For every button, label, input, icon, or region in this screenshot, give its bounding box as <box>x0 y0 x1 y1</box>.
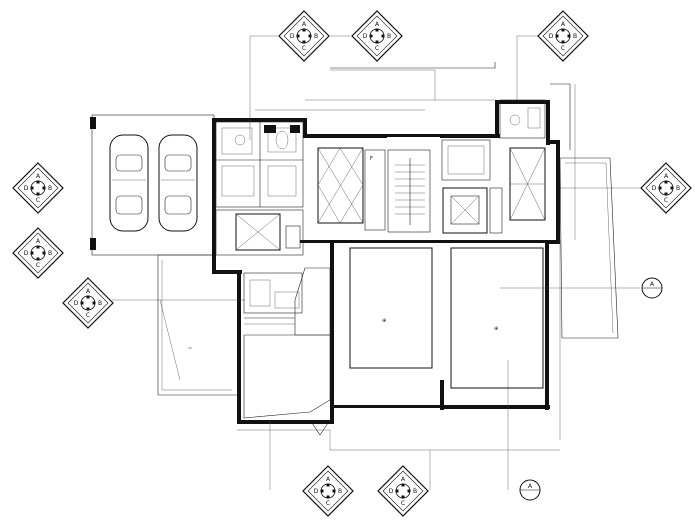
room-tag-upper-mid: F <box>370 156 373 162</box>
bottom-balcony <box>237 240 561 451</box>
marker-letter: C <box>401 500 405 507</box>
garage <box>90 114 215 256</box>
car-right-icon <box>158 134 198 232</box>
elevation-marker-icon: AB CD <box>62 277 114 329</box>
marker-letter: A <box>375 21 380 28</box>
marker-letter: C <box>375 45 379 52</box>
marker-letter: D <box>652 185 657 192</box>
marker-letter: A <box>302 21 307 28</box>
section-marker-icon: A <box>641 277 663 299</box>
marker-letter: C <box>326 500 330 507</box>
dining-room: ⊕ <box>450 247 544 389</box>
speckled-courtyard <box>243 267 331 419</box>
bathroom-cluster <box>215 121 304 256</box>
marker-letter: B <box>413 488 417 495</box>
marker-letter: B <box>387 33 391 40</box>
marker-letter: D <box>389 488 394 495</box>
section-marker-letter: A <box>650 281 655 288</box>
terrace-tag: ~ <box>188 346 192 352</box>
marker-letter: C <box>561 45 565 52</box>
room-tag-dining: ⊕ <box>494 326 498 332</box>
right-terrace <box>559 157 619 339</box>
left-terrace: ~ <box>157 254 237 396</box>
elevation-marker-icon: AB CD <box>278 10 330 62</box>
marker-letter: B <box>338 488 342 495</box>
marker-letter: B <box>98 300 102 307</box>
marker-letter: D <box>24 250 29 257</box>
marker-letter: A <box>36 238 41 245</box>
section-marker-icon: A <box>519 479 541 501</box>
marker-letter: D <box>314 488 319 495</box>
staircase <box>387 149 431 233</box>
marker-letter: A <box>326 476 331 483</box>
elevation-marker-icon: AB CD <box>351 10 403 62</box>
elevation-marker-icon: AB CD <box>537 10 589 62</box>
marker-letter: C <box>36 262 40 269</box>
section-marker-letter: A <box>528 483 533 490</box>
living-room: ⊕ <box>349 247 433 369</box>
marker-letter: A <box>561 21 566 28</box>
marker-letter: C <box>302 45 306 52</box>
elevation-marker-icon: AB CD <box>640 162 692 214</box>
marker-letter: C <box>664 197 668 204</box>
marker-letter: B <box>48 185 52 192</box>
marker-letter: A <box>36 173 41 180</box>
elevator-core <box>441 139 503 234</box>
elevation-marker-icon: AB CD <box>302 465 354 517</box>
leader-lines <box>112 35 640 490</box>
right-tall-room <box>499 99 546 221</box>
upper-middle-room: F <box>317 147 386 231</box>
building-walls <box>212 100 560 424</box>
marker-letter: A <box>401 476 406 483</box>
marker-letter: D <box>549 33 554 40</box>
marker-letter: B <box>573 33 577 40</box>
marker-letter: C <box>86 312 90 319</box>
elevation-marker-icon: AB CD <box>12 227 64 279</box>
roof-outline <box>255 62 576 240</box>
section-markers: AA <box>519 277 663 501</box>
marker-letter: A <box>86 288 91 295</box>
marker-letter: B <box>48 250 52 257</box>
marker-letter: D <box>24 185 29 192</box>
room-tag-living: ⊕ <box>382 318 386 324</box>
car-left-icon <box>109 134 149 232</box>
elevation-marker-icon: AB CD <box>12 162 64 214</box>
marker-letter: B <box>314 33 318 40</box>
marker-letter: D <box>363 33 368 40</box>
marker-letter: B <box>676 185 680 192</box>
marker-letter: D <box>290 33 295 40</box>
marker-letter: D <box>74 300 79 307</box>
marker-letter: A <box>664 173 669 180</box>
marker-letter: C <box>36 197 40 204</box>
elevation-marker-icon: AB CD <box>377 465 429 517</box>
